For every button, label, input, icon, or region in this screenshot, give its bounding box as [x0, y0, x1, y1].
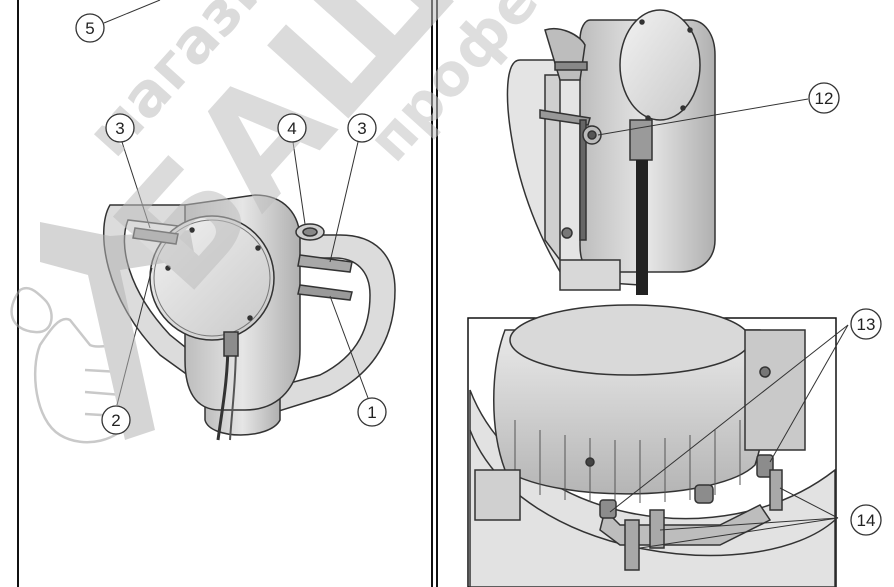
callout-13: 13: [850, 308, 882, 340]
right-bottom-leader-lines: [609, 324, 849, 549]
base-vents: [514, 420, 741, 503]
right-top-leader-lines: [597, 98, 809, 136]
callout-2: 2: [101, 405, 131, 435]
callout-5: 5: [75, 13, 105, 43]
callout-12: 12: [808, 82, 840, 114]
hammer-icon: [40, 222, 195, 440]
svg-text:3: 3: [357, 119, 366, 138]
callout-3-right: 3: [347, 113, 377, 143]
svg-text:5: 5: [85, 19, 94, 38]
svg-text:3: 3: [115, 119, 124, 138]
callout-4: 4: [277, 113, 307, 143]
motor-side-view-drawing: [506, 9, 716, 295]
callout-1: 1: [357, 397, 387, 427]
svg-text:14: 14: [857, 511, 876, 530]
callout-14: 14: [850, 504, 882, 536]
motor-base-view-drawing: [467, 304, 837, 587]
callout-3-left: 3: [105, 113, 135, 143]
svg-text:2: 2: [111, 411, 120, 430]
svg-text:12: 12: [815, 89, 834, 108]
svg-text:4: 4: [287, 119, 296, 138]
svg-text:13: 13: [857, 315, 876, 334]
left-leader-lines: [103, 0, 369, 406]
svg-text:1: 1: [367, 403, 376, 422]
